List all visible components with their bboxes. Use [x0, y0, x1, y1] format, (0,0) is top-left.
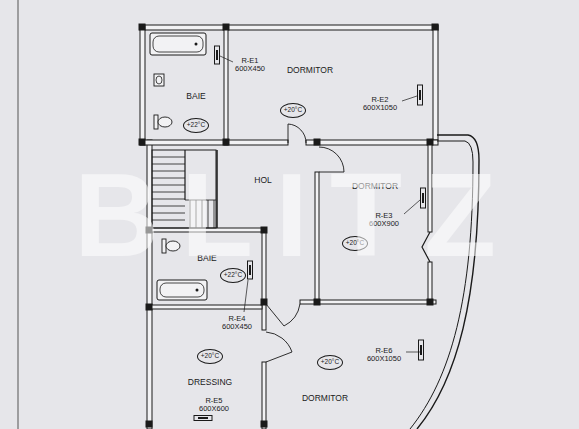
pillar: [223, 24, 230, 31]
radiator: [418, 85, 423, 105]
pillar: [223, 139, 230, 146]
toilet-tank: [154, 115, 158, 129]
room-name: DRESSING: [188, 377, 232, 387]
pillar: [314, 299, 321, 306]
pillar: [314, 139, 321, 146]
sink: [154, 74, 164, 86]
radiator: [215, 46, 220, 64]
temperature-value: +20°C: [284, 107, 302, 114]
radiator-core: [216, 50, 218, 60]
temperature-circle: +20°C: [197, 349, 223, 364]
wall: [224, 25, 228, 145]
radiator: [419, 340, 424, 360]
bathtub: [150, 33, 206, 55]
pillar: [427, 139, 434, 146]
pillar: [146, 304, 153, 311]
temperature-value: +20°C: [201, 353, 219, 360]
drain: [196, 289, 199, 292]
leader-line: [220, 56, 233, 62]
radiator-core: [420, 345, 422, 355]
pillar: [139, 139, 146, 146]
pillar: [261, 421, 268, 428]
radiator-label: R-E1 600X450: [230, 57, 270, 73]
leader-line: [406, 352, 420, 353]
sink-basin: [156, 76, 162, 84]
bathtub: [157, 280, 207, 300]
room-area: DORMITOR +20°C: [228, 30, 433, 140]
radiator-label: R-E5 600X600: [194, 397, 234, 413]
radiator-core: [198, 417, 208, 419]
leader-line: [402, 96, 417, 101]
room-name: BAIE: [186, 91, 205, 101]
room-area: DORMITOR +20°C: [266, 304, 436, 429]
pillar: [146, 421, 153, 428]
wall: [262, 362, 266, 429]
wall: [140, 140, 288, 145]
watermark: BLITZ: [74, 147, 518, 283]
toilet-bowl: [158, 117, 172, 127]
radiator-core: [419, 90, 421, 100]
wall: [150, 305, 262, 309]
room-name: DORMITOR: [302, 393, 348, 403]
radiator-label: R-E4 600X450: [217, 315, 257, 331]
pillar: [427, 299, 434, 306]
temperature-circle: +20°C: [317, 355, 343, 370]
pillar: [139, 24, 146, 31]
wall: [140, 25, 438, 30]
temperature-circle: +20°C: [280, 103, 306, 118]
drain: [195, 43, 198, 46]
temperature-value: +20°C: [321, 359, 339, 366]
radiator-label: R-E6 600X1050: [364, 347, 404, 363]
wall: [433, 25, 438, 140]
radiator: [194, 416, 212, 421]
wall: [140, 25, 145, 145]
door-swing: [266, 304, 300, 326]
room-area: BAIE +22°C: [145, 30, 224, 140]
leader-line: [244, 280, 248, 312]
room-name: DORMITOR: [287, 65, 333, 75]
sheet-border: [18, 0, 19, 429]
bathtub-basin: [153, 36, 203, 52]
door-swing: [288, 124, 306, 143]
temperature-value: +22°C: [187, 122, 205, 129]
wall: [306, 140, 438, 145]
door-swing: [266, 332, 292, 362]
radiator-label: R-E2 600X1050: [360, 96, 400, 112]
pillar: [432, 24, 439, 31]
bathtub-basin: [160, 283, 204, 297]
temperature-circle: +22°C: [183, 118, 209, 133]
